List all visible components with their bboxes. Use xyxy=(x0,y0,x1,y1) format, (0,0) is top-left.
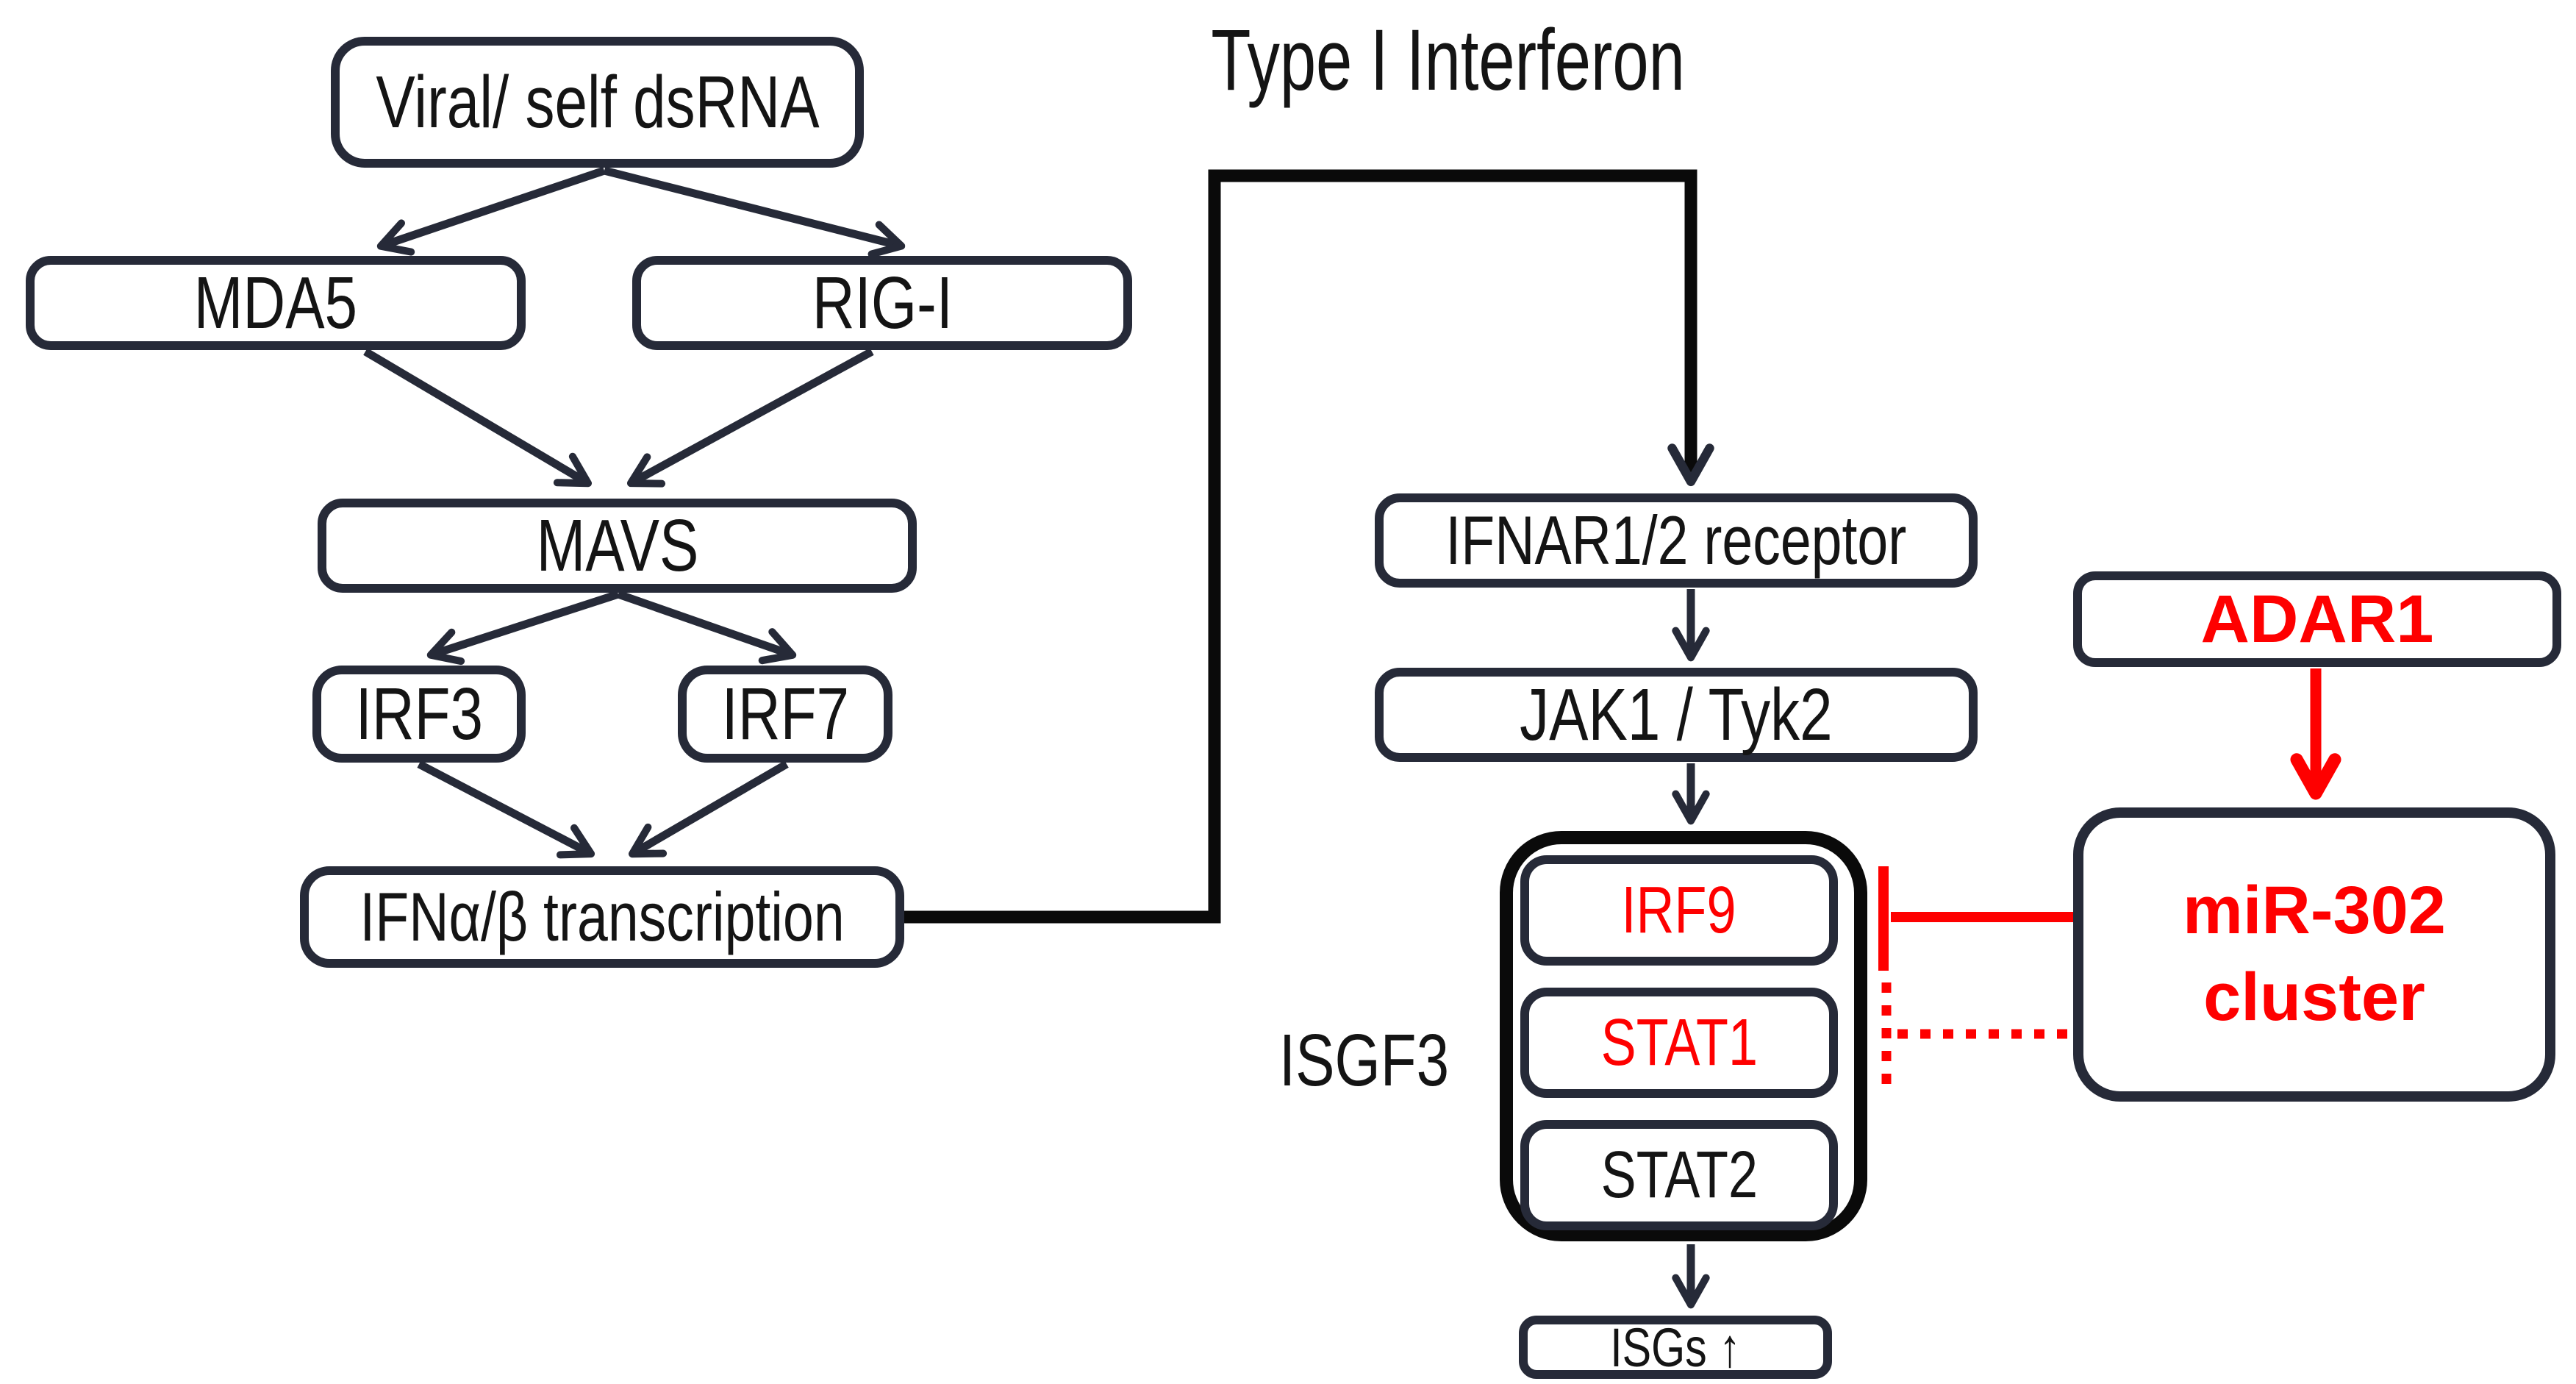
arrow-viral-to-rigi xyxy=(603,166,906,258)
node-ifnab-transcription-label: IFNα/β transcription xyxy=(359,878,845,955)
node-mda5: MDA5 xyxy=(26,256,526,350)
node-adar1-label: ADAR1 xyxy=(2200,581,2434,657)
node-rig-i-label: RIG-I xyxy=(812,261,953,344)
node-irf3: IRF3 xyxy=(312,666,526,763)
label-isgf3-text: ISGF3 xyxy=(1278,1019,1450,1102)
node-jak1-tyk2: JAK1 / Tyk2 xyxy=(1375,668,1978,762)
node-irf7: IRF7 xyxy=(678,666,892,763)
node-stat1: STAT1 xyxy=(1520,988,1838,1098)
node-viral-self-dsrna: Viral/ self dsRNA xyxy=(331,37,864,168)
label-type-i-interferon: Type I Interferon xyxy=(1176,10,1720,110)
node-mir302-line1: miR-302 xyxy=(2183,873,2446,949)
arrow-irf3-to-ifnab xyxy=(417,760,595,859)
node-isgs: ISGs ↑ xyxy=(1519,1316,1832,1379)
node-stat2-label: STAT2 xyxy=(1600,1138,1758,1212)
arrow-mavs-to-irf7 xyxy=(617,590,797,665)
node-mavs-label: MAVS xyxy=(536,504,698,587)
node-stat1-label: STAT1 xyxy=(1600,1005,1758,1080)
connector-ifnab-to-ifnar xyxy=(904,169,1714,924)
node-jak1-tyk2-label: JAK1 / Tyk2 xyxy=(1520,673,1833,756)
arrow-irf7-to-ifnab xyxy=(628,760,789,858)
node-rig-i: RIG-I xyxy=(632,256,1132,350)
node-ifnar-receptor-label: IFNAR1/2 receptor xyxy=(1445,502,1907,579)
node-mavs: MAVS xyxy=(318,499,917,593)
node-irf3-label: IRF3 xyxy=(355,672,483,755)
node-adar1: ADAR1 xyxy=(2073,571,2561,667)
node-irf9-label: IRF9 xyxy=(1621,873,1737,947)
node-viral-self-dsrna-label: Viral/ self dsRNA xyxy=(375,60,820,143)
arrow-rigi-to-mavs xyxy=(626,348,874,488)
node-irf9: IRF9 xyxy=(1520,855,1838,966)
node-irf7-label: IRF7 xyxy=(721,672,849,755)
arrow-mavs-to-irf3 xyxy=(426,590,620,666)
node-isgs-label: ISGs ↑ xyxy=(1610,1316,1741,1378)
node-stat2: STAT2 xyxy=(1520,1120,1838,1230)
node-ifnar-receptor: IFNAR1/2 receptor xyxy=(1375,493,1978,588)
label-isgf3: ISGF3 xyxy=(1250,1019,1470,1103)
node-mir302-cluster: miR-302 cluster xyxy=(2073,807,2555,1102)
arrow-viral-to-mda5 xyxy=(376,166,606,256)
node-mda5-label: MDA5 xyxy=(193,261,358,344)
node-ifnab-transcription: IFNα/β transcription xyxy=(300,866,904,968)
node-mir302-line2: cluster xyxy=(2203,960,2425,1035)
arrow-mda5-to-mavs xyxy=(363,348,593,488)
label-type-i-interferon-text: Type I Interferon xyxy=(1211,12,1686,109)
